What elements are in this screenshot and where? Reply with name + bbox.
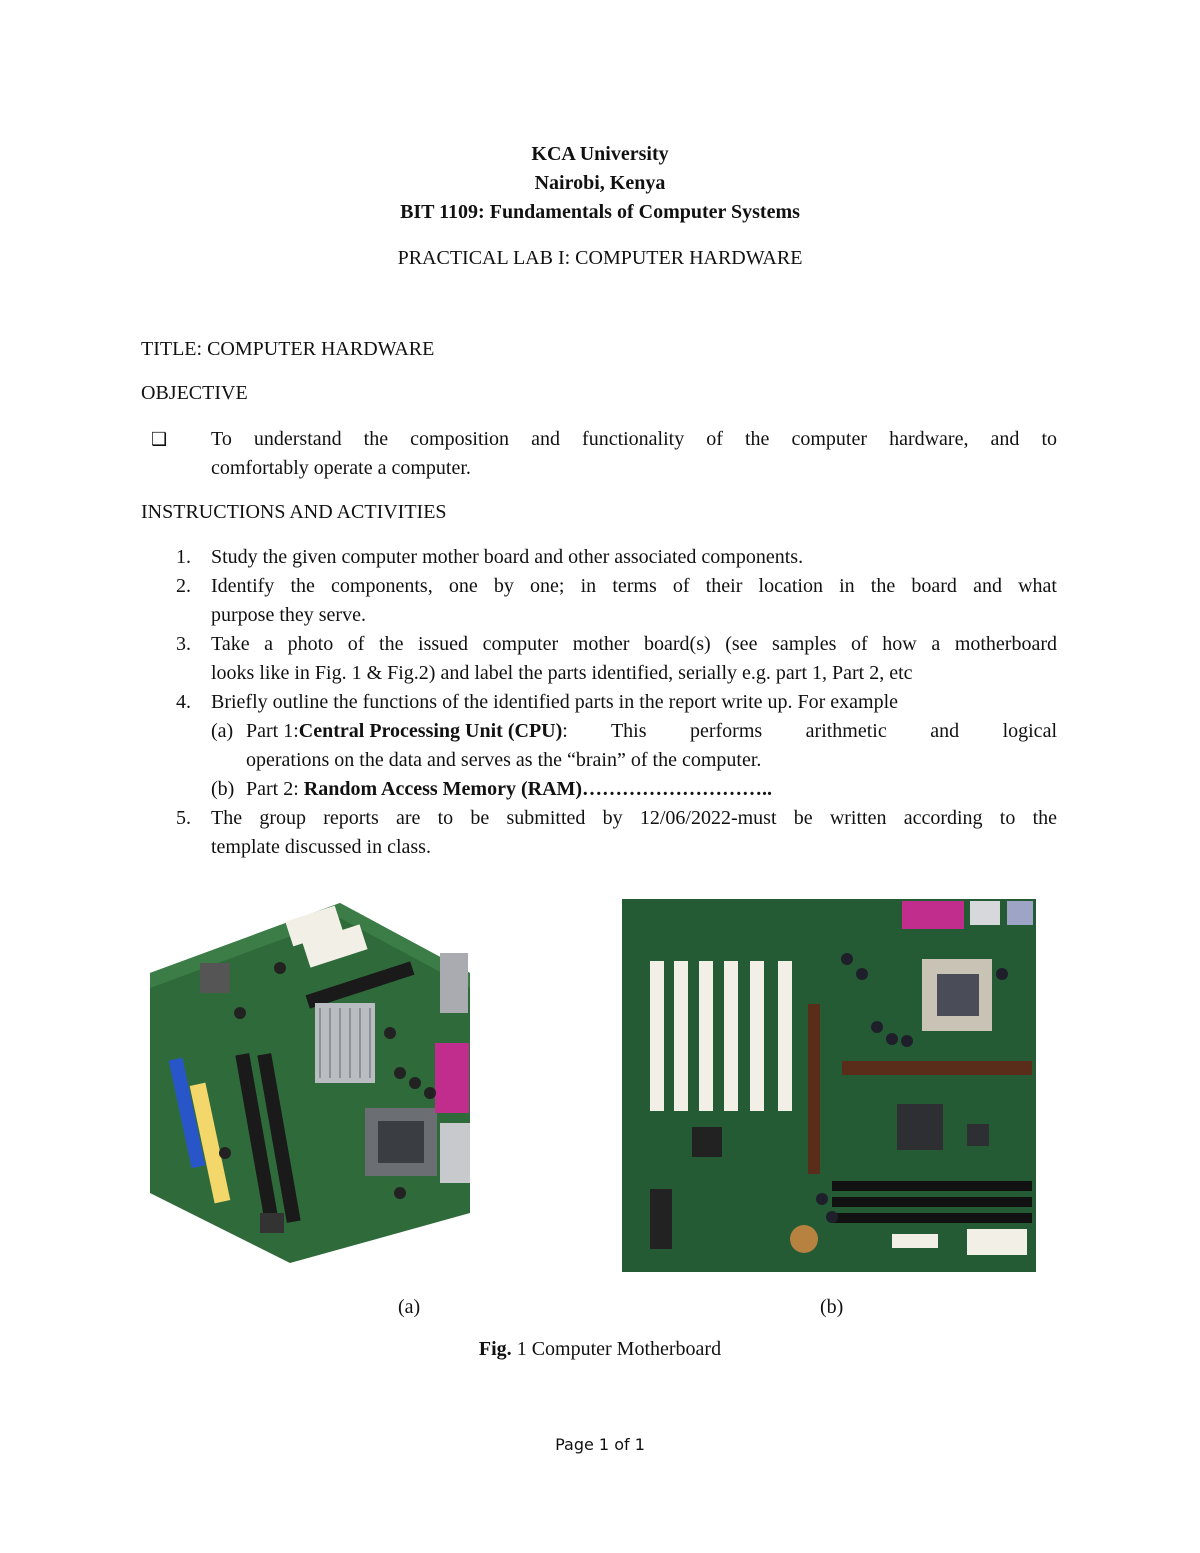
list-item: Briefly outline the functions of the ide… [211, 691, 899, 713]
sub-item-term: Central Processing Unit (CPU) [298, 720, 563, 742]
motherboard-photo-b [622, 899, 1036, 1272]
list-item: The group reports are to be submitted by… [211, 807, 1057, 829]
list-item: Study the given computer mother board an… [211, 546, 804, 568]
sub-item-a: Part 1: Central Processing Unit (CPU) : … [246, 717, 1057, 746]
list-item-number: 1. [176, 546, 191, 568]
list-item-continuation: template discussed in class. [211, 836, 431, 858]
figure-label-a: (a) [398, 1296, 421, 1318]
figure-label-b: (b) [820, 1296, 844, 1318]
sub-item-rest: : This performs arithmetic and logical [562, 720, 1057, 742]
list-item: Take a photo of the issued computer moth… [211, 633, 1057, 655]
list-item-number: 4. [176, 691, 191, 713]
university-name: KCA University [531, 143, 669, 165]
figure-caption: Fig. 1 Computer Motherboard [0, 1338, 1200, 1361]
instructions-heading: INSTRUCTIONS AND ACTIVITIES [141, 501, 447, 523]
figure-caption-label: Fig. [478, 1338, 512, 1360]
sub-item-prefix: Part 1: [246, 720, 299, 742]
sub-item-b: Part 2: Random Access Memory (RAM)………………… [246, 775, 772, 804]
sub-item-marker: (b) [211, 778, 235, 800]
page-footer: Page 1 of 1 [555, 1435, 645, 1454]
lab-title: PRACTICAL LAB I: COMPUTER HARDWARE [397, 247, 803, 269]
objective-text-line1: To understand the composition and functi… [211, 428, 1057, 450]
list-item-number: 3. [176, 633, 191, 655]
list-item-continuation: purpose they serve. [211, 604, 366, 626]
sub-item-prefix: Part 2: [246, 778, 299, 800]
checkbox-icon: ❑ [151, 429, 168, 450]
motherboard-photo-a [140, 893, 476, 1269]
sub-item-marker: (a) [211, 720, 234, 742]
objective-text-line2: comfortably operate a computer. [211, 457, 471, 479]
figure-caption-text: 1 Computer Motherboard [511, 1338, 722, 1360]
list-item-number: 2. [176, 575, 191, 597]
list-item: Identify the components, one by one; in … [211, 575, 1057, 597]
document-title: TITLE: COMPUTER HARDWARE [141, 338, 435, 360]
list-item-number: 5. [176, 807, 191, 829]
course-title: BIT 1109: Fundamentals of Computer Syste… [400, 201, 800, 223]
list-item-continuation: looks like in Fig. 1 & Fig.2) and label … [211, 662, 913, 684]
objective-heading: OBJECTIVE [141, 382, 248, 404]
sub-item-continuation: operations on the data and serves as the… [246, 749, 762, 771]
sub-item-term: Random Access Memory (RAM)……………………….. [303, 778, 773, 800]
university-location: Nairobi, Kenya [534, 172, 666, 194]
